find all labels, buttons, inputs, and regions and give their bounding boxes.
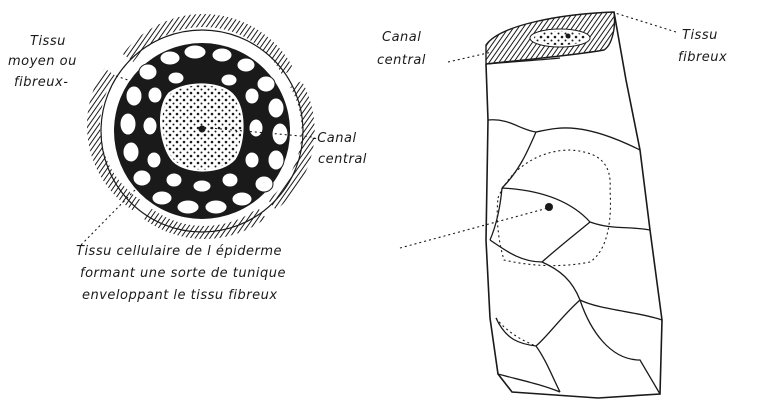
- cross-section: [93, 21, 308, 233]
- svg-text:central: central: [318, 152, 367, 167]
- svg-text:Tissu cellulaire de l épiderme: Tissu cellulaire de l épiderme: [76, 244, 282, 259]
- svg-text:fibreux: fibreux: [678, 50, 727, 65]
- tissu-moyen-label-1: Tissu: [30, 34, 66, 49]
- central-canal-dot: [545, 203, 553, 211]
- stem-outline: [486, 12, 662, 398]
- epiderme-label-3: enveloppant le tissu fibreux: [82, 288, 278, 303]
- tissu-fibreux-label-2: fibreux: [678, 50, 727, 65]
- inner-outline: [497, 150, 610, 266]
- svg-text:moyen ou: moyen ou: [8, 54, 77, 69]
- svg-text:Tissu: Tissu: [682, 28, 718, 43]
- svg-text:Tissu: Tissu: [30, 34, 66, 49]
- svg-text:enveloppant le tissu fibreux: enveloppant le tissu fibreux: [82, 288, 278, 303]
- tissu-moyen-label-2: moyen ou: [8, 54, 77, 69]
- longitudinal-view: [486, 12, 662, 398]
- svg-text:Canal: Canal: [382, 30, 421, 45]
- canal-central-left-label-2: central: [318, 152, 367, 167]
- svg-text:fibreux-: fibreux-: [14, 75, 68, 90]
- tissu-fibreux-label-1: Tissu: [682, 28, 718, 43]
- svg-text:formant une sorte de tunique: formant une sorte de tunique: [80, 266, 286, 281]
- tissu-moyen-label-3: fibreux-: [14, 75, 68, 90]
- epidermis-cells: [486, 58, 662, 394]
- center-dot: [199, 126, 206, 133]
- canal-central-right-label-1: Canal: [382, 30, 421, 45]
- cut-face: [486, 12, 615, 64]
- epiderme-label-2: formant une sorte de tunique: [80, 266, 286, 281]
- svg-text:-Canal: -Canal: [312, 131, 357, 146]
- canal-central-right-label-2: central: [377, 53, 426, 68]
- canal-central-left-label-1: -Canal: [312, 131, 357, 146]
- svg-text:central: central: [377, 53, 426, 68]
- epiderme-label-1: Tissu cellulaire de l épiderme: [76, 244, 282, 259]
